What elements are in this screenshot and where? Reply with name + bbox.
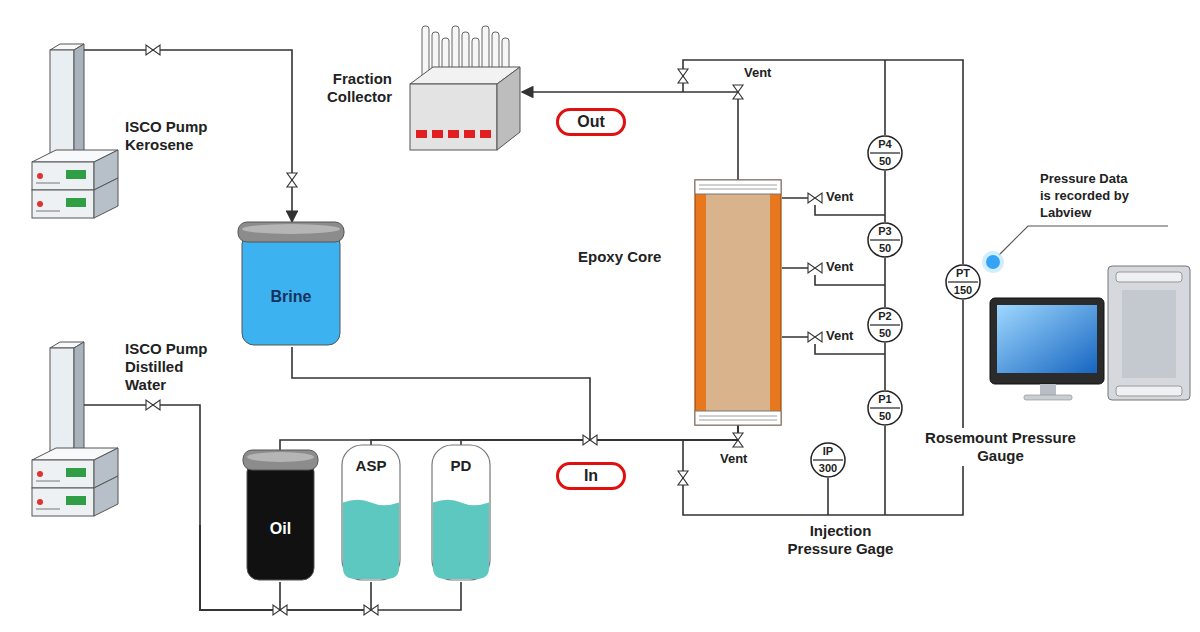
valve-symbol — [733, 85, 743, 99]
valve-symbol — [808, 332, 822, 342]
injection-gauge: IP 300 — [810, 442, 846, 478]
gauge-range: 50 — [867, 154, 903, 168]
labview-callout-dot — [982, 251, 1004, 273]
node-label: ISCO Pump Kerosene — [125, 118, 210, 154]
epoxy-core: Epoxy Core — [578, 180, 782, 425]
vent-label: Vent — [826, 188, 866, 206]
pipe-connector — [292, 347, 738, 440]
pipe-connector — [522, 92, 738, 180]
node-label: Oil — [243, 520, 318, 538]
valve-symbol — [808, 263, 822, 273]
gauge-caption: Rosemount Pressure Gauge — [918, 428, 1083, 466]
node-label: Fraction Collector — [292, 70, 392, 106]
node-label: PD — [430, 457, 492, 475]
pump-node: ISCO Pump Distilled Water — [25, 338, 220, 525]
node-label: In — [559, 467, 623, 485]
vent-label: Vent — [720, 450, 760, 468]
brine-vessel: Brine — [238, 222, 344, 347]
flow-tag: In — [556, 462, 626, 490]
node-label: ASP — [340, 457, 402, 475]
brine-vessel-shape — [238, 222, 344, 347]
isco-pump-illustration — [32, 342, 118, 516]
valve-symbol — [364, 605, 378, 615]
valve-symbol — [678, 69, 688, 83]
gauge-tag: P4 — [867, 137, 903, 151]
gauge-tag: P1 — [867, 392, 903, 406]
gauge-tag: PT — [945, 266, 981, 280]
vent-label: Vent — [744, 64, 784, 82]
valve-symbol — [733, 433, 743, 447]
pressure-transducer: PT 150 — [945, 264, 981, 300]
node-label: Out — [559, 113, 623, 131]
node-label: ISCO Pump Distilled Water — [125, 340, 213, 394]
pipe-connector — [884, 171, 886, 222]
pressure-gauge: P150 — [867, 390, 903, 426]
pipe-connector — [200, 525, 461, 610]
pd-vessel: PD — [430, 445, 492, 582]
callout-note: Pressure Data is recorded by Labview — [1040, 170, 1140, 221]
gauge-range: 300 — [810, 461, 846, 475]
vent-label: Vent — [826, 327, 866, 345]
pipe-connector — [371, 425, 738, 445]
oil-vessel: Oil — [243, 450, 318, 582]
computer-illustration — [990, 266, 1190, 400]
pipe-connector — [884, 343, 886, 390]
valve-symbol — [287, 173, 297, 187]
pressure-gauge: P250 — [867, 307, 903, 343]
asp-vessel: ASP — [340, 445, 402, 582]
node-label: Epoxy Core — [578, 248, 690, 266]
flow-tag: Out — [556, 108, 626, 136]
oil-vessel-shape — [243, 450, 318, 582]
gauge-tag: P3 — [867, 224, 903, 238]
gauge-range: 50 — [867, 241, 903, 255]
valve-symbol — [583, 435, 597, 445]
pressure-gauge: P350 — [867, 222, 903, 258]
gauge-range: 150 — [945, 283, 981, 297]
node-label: Brine — [238, 288, 344, 306]
pipe-connector — [884, 258, 886, 307]
gauge-tag: IP — [810, 444, 846, 458]
pipe-connector — [461, 425, 738, 445]
pipe-connector — [280, 425, 738, 450]
gauge-range: 50 — [867, 326, 903, 340]
pressure-gauge: P450 — [867, 135, 903, 171]
pipe-lines — [84, 50, 1168, 525]
pump-node: ISCO Pump Kerosene — [25, 40, 210, 222]
fraction-collector-shape — [292, 22, 522, 157]
gauge-range: 50 — [867, 409, 903, 423]
valve-symbol — [808, 193, 822, 203]
isco-pump-illustration — [32, 44, 118, 218]
valve-symbol — [146, 400, 160, 410]
pipe-connector — [210, 50, 292, 222]
epoxy-core-shape — [578, 180, 782, 425]
vent-label: Vent — [826, 258, 866, 276]
gauge-caption: Injection Pressure Gage — [778, 522, 903, 558]
valve-symbol — [273, 605, 287, 615]
valve-symbol — [678, 471, 688, 485]
valve-symbol — [146, 45, 160, 55]
gauge-tag: P2 — [867, 309, 903, 323]
fraction-collector: Fraction Collector — [292, 22, 522, 157]
